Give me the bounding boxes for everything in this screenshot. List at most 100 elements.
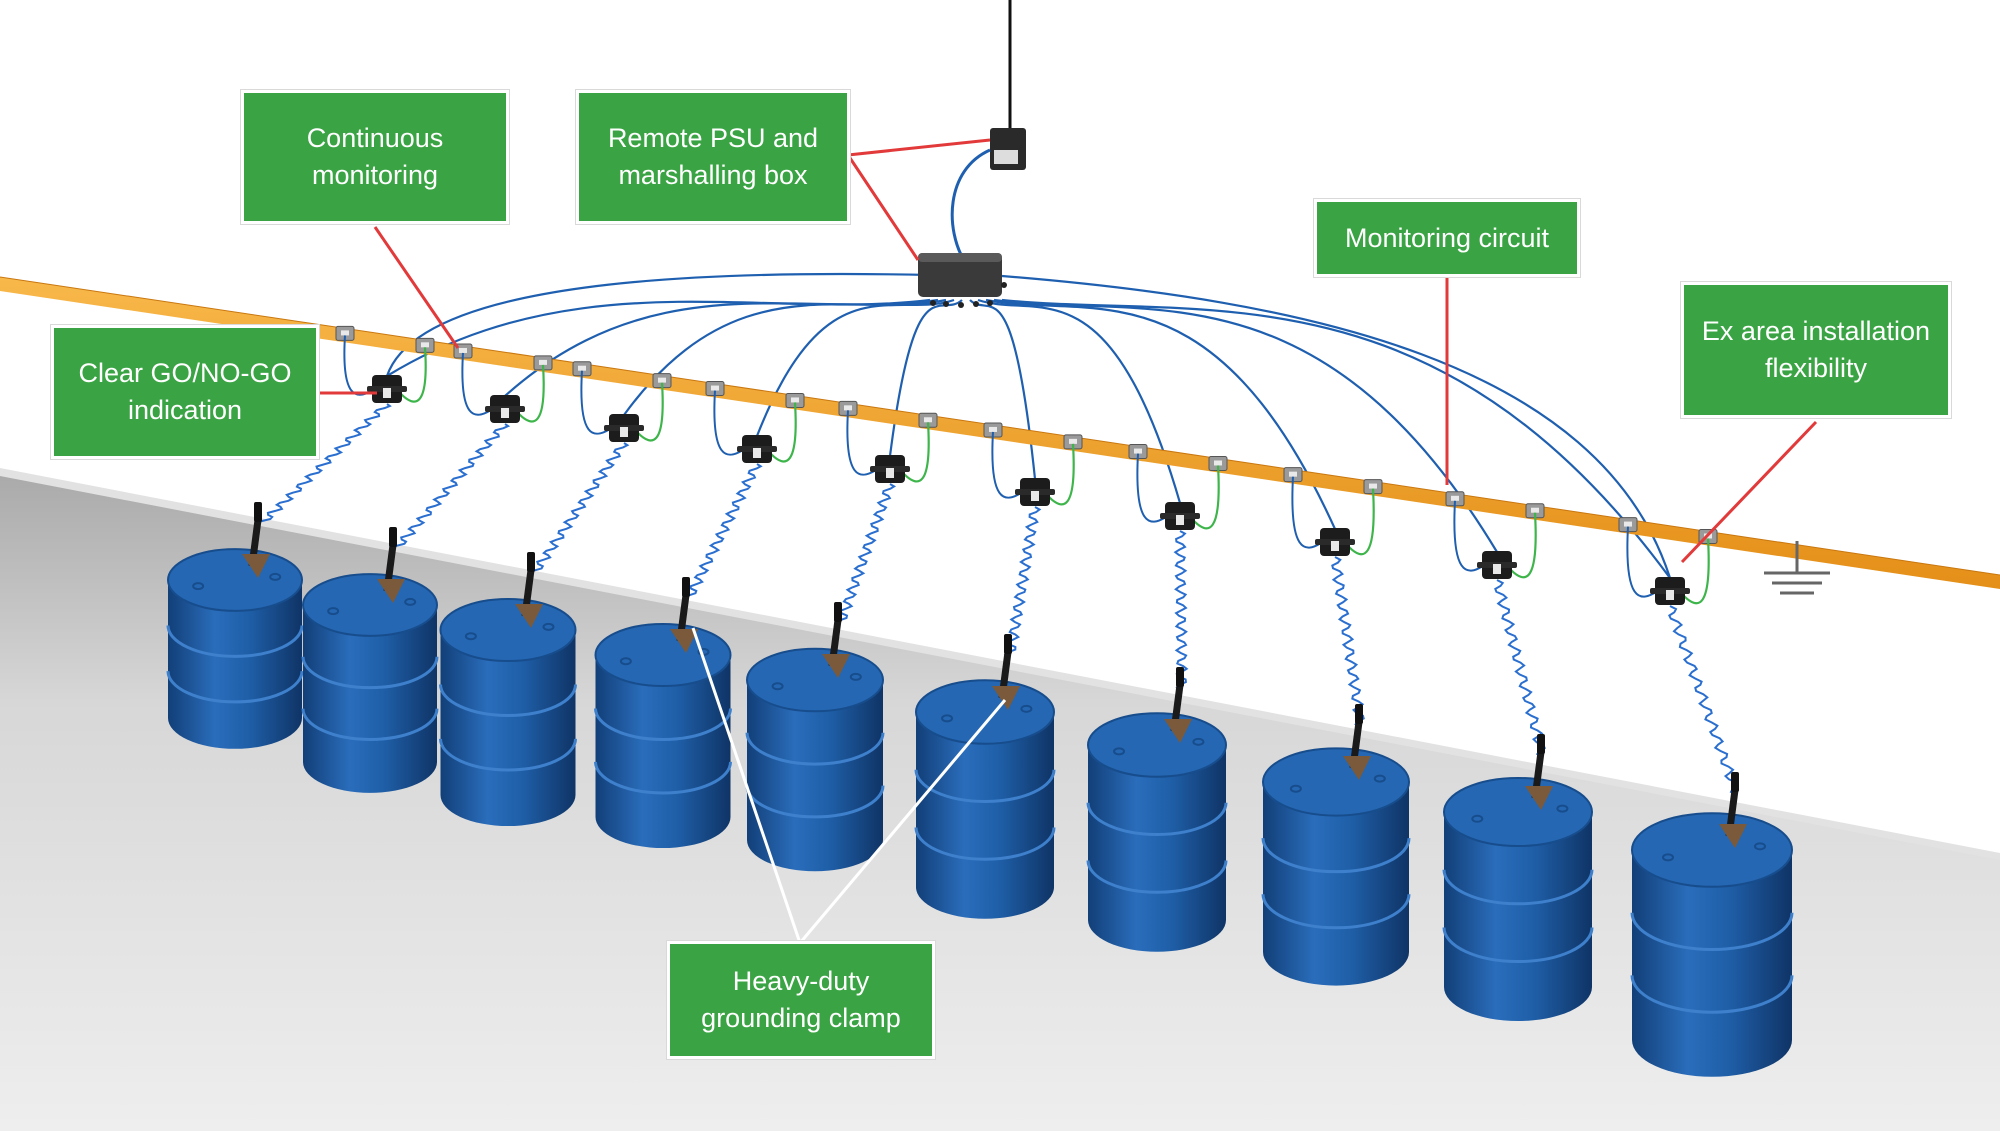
coiled-cable bbox=[527, 442, 630, 576]
monitoring-cable bbox=[977, 298, 1182, 504]
bar-terminals bbox=[335, 325, 1718, 544]
pointer-ex-area bbox=[1680, 420, 1818, 564]
drum-icon bbox=[1086, 712, 1228, 952]
monitoring-unit-icon bbox=[737, 435, 777, 463]
callout-text-line: Clear GO/NO-GO bbox=[78, 358, 292, 388]
bonding-wire bbox=[1626, 526, 1657, 598]
monitoring-cable bbox=[888, 299, 963, 457]
coiled-cables bbox=[255, 403, 1739, 796]
grounding-clamp-icon bbox=[822, 602, 850, 678]
coiled-cable bbox=[1331, 556, 1365, 728]
drum-icon bbox=[745, 647, 885, 872]
callout-ex-area: Ex area installation flexibility bbox=[1684, 285, 1948, 415]
monitoring-cable bbox=[755, 298, 955, 437]
drum-icon bbox=[594, 622, 732, 849]
monitoring-cable bbox=[1001, 298, 1671, 579]
bonding-wire bbox=[1453, 500, 1484, 572]
callout-text-line: indication bbox=[127, 395, 243, 425]
bonding-wire bbox=[770, 402, 797, 463]
drum-icon bbox=[166, 548, 304, 749]
bonding-wire bbox=[991, 431, 1022, 499]
callout-text-line: monitoring bbox=[311, 160, 439, 190]
monitoring-unit-icon bbox=[870, 455, 910, 483]
callout-text-line: marshalling box bbox=[618, 160, 808, 190]
marshalling-box-icon bbox=[918, 253, 1007, 308]
monitoring-unit-icon bbox=[1315, 528, 1355, 556]
callout-text-line: flexibility bbox=[1764, 353, 1867, 383]
pointer-marshalling-box bbox=[846, 154, 920, 261]
pointer-continuous-monitoring bbox=[373, 226, 460, 349]
monitoring-cable bbox=[1001, 274, 1672, 579]
drum-icon bbox=[439, 597, 577, 827]
monitoring-cable bbox=[985, 298, 1337, 530]
grounding-clamps bbox=[242, 502, 1747, 848]
coiled-cable bbox=[1494, 579, 1546, 758]
callout-continuous-monitoring: Continuous monitoring bbox=[244, 93, 506, 221]
bonding-wire bbox=[713, 390, 744, 456]
bonding-wire bbox=[1136, 453, 1167, 523]
coiled-cable bbox=[1668, 605, 1739, 796]
monitoring-unit-icon bbox=[1160, 502, 1200, 530]
bonding-wire bbox=[637, 382, 664, 442]
callout-text-line: Remote PSU and bbox=[607, 123, 819, 153]
pointer-lines bbox=[316, 138, 1818, 944]
callout-remote-psu: Remote PSU and marshalling box bbox=[579, 93, 847, 221]
monitoring-cable bbox=[969, 299, 1037, 480]
coiled-cable bbox=[389, 423, 511, 551]
grounding-clamp-icon bbox=[670, 577, 698, 653]
monitoring-unit-icon bbox=[367, 375, 407, 403]
monitoring-unit-icon bbox=[1015, 478, 1055, 506]
grounding-clamp-icon bbox=[242, 502, 270, 578]
monitoring-cables bbox=[385, 272, 1672, 579]
grounding-clamp-icon bbox=[1719, 772, 1747, 848]
callout-text-line: Heavy-duty bbox=[732, 966, 870, 996]
grounding-clamp-icon bbox=[992, 634, 1020, 710]
callout-text-line: Monitoring circuit bbox=[1344, 222, 1550, 253]
coiled-cable bbox=[833, 483, 897, 626]
bonding-wires bbox=[343, 335, 1710, 605]
callout-grounding-clamp: Heavy-duty grounding clamp bbox=[670, 944, 932, 1056]
callout-go-no-go: Clear GO/NO-GO indication bbox=[54, 328, 316, 456]
bonding-wire bbox=[580, 370, 611, 435]
grounding-clamp-icon bbox=[1525, 734, 1553, 810]
pointer-clamp-1 bbox=[691, 627, 802, 944]
monitoring-unit-icon bbox=[1477, 551, 1517, 579]
callout-text-line: grounding clamp bbox=[701, 1003, 901, 1033]
monitoring-unit-icon bbox=[604, 414, 644, 442]
bonding-wire bbox=[1193, 465, 1220, 530]
monitoring-units bbox=[367, 375, 1690, 605]
bonding-wire bbox=[1291, 476, 1322, 549]
bonding-wire bbox=[1048, 443, 1075, 506]
pointer-clamp-2 bbox=[798, 699, 1007, 944]
bonding-wire bbox=[400, 347, 427, 403]
coiled-cable bbox=[255, 403, 392, 526]
bonding-wire bbox=[1683, 538, 1710, 605]
grounding-clamp-icon bbox=[377, 527, 405, 603]
bonding-wire bbox=[1510, 512, 1537, 579]
bonding-wire bbox=[846, 410, 877, 476]
drum-icon bbox=[301, 573, 439, 793]
monitoring-cable bbox=[386, 298, 931, 377]
monitoring-unit-icon bbox=[1650, 577, 1690, 605]
bonding-wire bbox=[518, 364, 545, 423]
bonding-wire bbox=[461, 352, 492, 416]
monitoring-cable bbox=[993, 298, 1498, 553]
callout-text-line: Continuous bbox=[306, 123, 444, 153]
bonding-wire bbox=[903, 422, 930, 483]
coiled-cable bbox=[1173, 530, 1189, 691]
drum-icon bbox=[1261, 747, 1411, 986]
drum-icon bbox=[914, 679, 1056, 919]
grounding-clamp-icon bbox=[515, 552, 543, 628]
coiled-cable bbox=[1003, 506, 1042, 658]
pointer-psu bbox=[847, 138, 991, 157]
callout-monitoring-circuit: Monitoring circuit bbox=[1317, 202, 1577, 274]
drums bbox=[166, 548, 1794, 1077]
drum-icon bbox=[1442, 776, 1594, 1022]
grounding-clamp-icon bbox=[1343, 704, 1371, 780]
earth-ground-icon bbox=[1764, 541, 1830, 595]
grounding-clamp-icon bbox=[1164, 667, 1192, 743]
psu-icon bbox=[950, 0, 1026, 263]
callout-text-line: Ex area installation bbox=[1701, 316, 1931, 346]
